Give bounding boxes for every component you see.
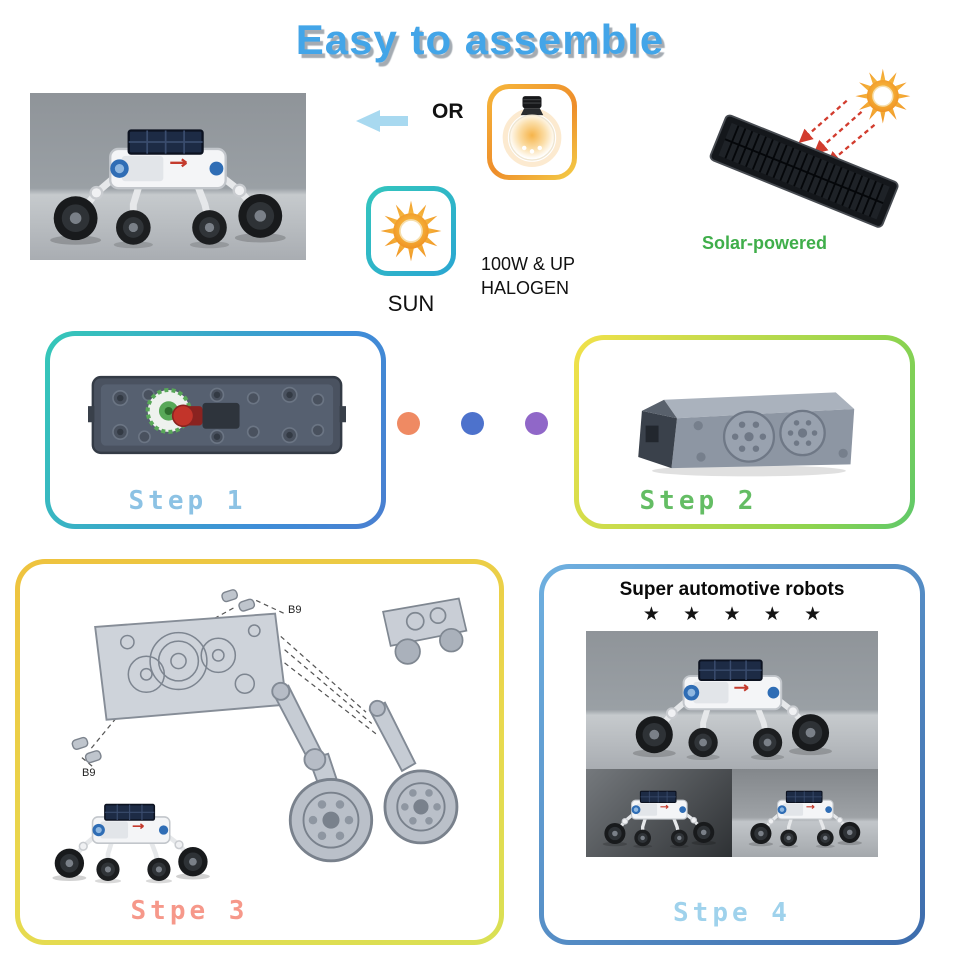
bulb-glyph <box>502 96 562 167</box>
step2-content: Step 2 <box>579 340 910 524</box>
halogen-line1: 100W & UP <box>481 254 576 274</box>
step4-label: Stpe 4 <box>673 898 791 928</box>
dot-orange <box>397 412 420 435</box>
step4-box: Super automotive robots ★ ★ ★ ★ ★ Stpe 4 <box>539 564 925 945</box>
step3-exploded-diagram <box>22 589 468 894</box>
star-rating: ★ ★ ★ ★ ★ <box>642 604 831 625</box>
step1-box: Step 1 <box>45 331 386 529</box>
progress-dots <box>397 412 548 435</box>
step2-box: Step 2 <box>574 335 915 529</box>
halogen-label: 100W & UP HALOGEN <box>481 252 575 300</box>
robot-illustration <box>601 637 864 764</box>
sun-icon-inner <box>371 191 451 271</box>
sun-glyph <box>373 193 449 269</box>
sun-label: SUN <box>387 291 435 316</box>
robot-illustration <box>744 778 867 850</box>
step4-heading: Super automotive robots <box>619 579 845 600</box>
step1-label: Step 1 <box>128 486 247 516</box>
solar-panel-icon <box>709 67 912 228</box>
or-label: OR <box>432 100 464 123</box>
solar-powered-label: Solar-powered <box>702 233 828 253</box>
step4-content: Super automotive robots ★ ★ ★ ★ ★ Stpe 4 <box>544 569 920 940</box>
step3-content: B9 B9 Stpe 3 <box>20 564 499 940</box>
robot-illustration <box>41 101 295 255</box>
step3-box: B9 B9 Stpe 3 <box>15 559 504 945</box>
step4-thumb-left <box>586 769 732 857</box>
halogen-bulb-inner <box>492 89 572 175</box>
robot-illustration <box>598 778 721 850</box>
part-label-b9-top: B9 <box>288 604 302 616</box>
page-title: Easy to assemble <box>295 16 665 63</box>
dot-blue <box>461 412 484 435</box>
arrow-left-icon <box>356 110 408 132</box>
halogen-line2: HALOGEN <box>481 278 570 298</box>
step2-label: Step 2 <box>639 486 758 516</box>
gearbox-open-illustration <box>88 354 346 476</box>
sun-icon <box>366 186 456 276</box>
step1-content: Step 1 <box>50 336 381 524</box>
dot-purple <box>525 412 548 435</box>
part-label-b9-bottom: B9 <box>82 767 96 779</box>
step4-thumb-right <box>732 769 878 857</box>
gearbox-assembled-illustration <box>629 358 869 484</box>
assembled-robot-photo <box>30 93 306 260</box>
step4-main-photo <box>586 631 878 769</box>
halogen-bulb-icon <box>487 84 577 180</box>
step3-label: Stpe 3 <box>130 896 249 926</box>
